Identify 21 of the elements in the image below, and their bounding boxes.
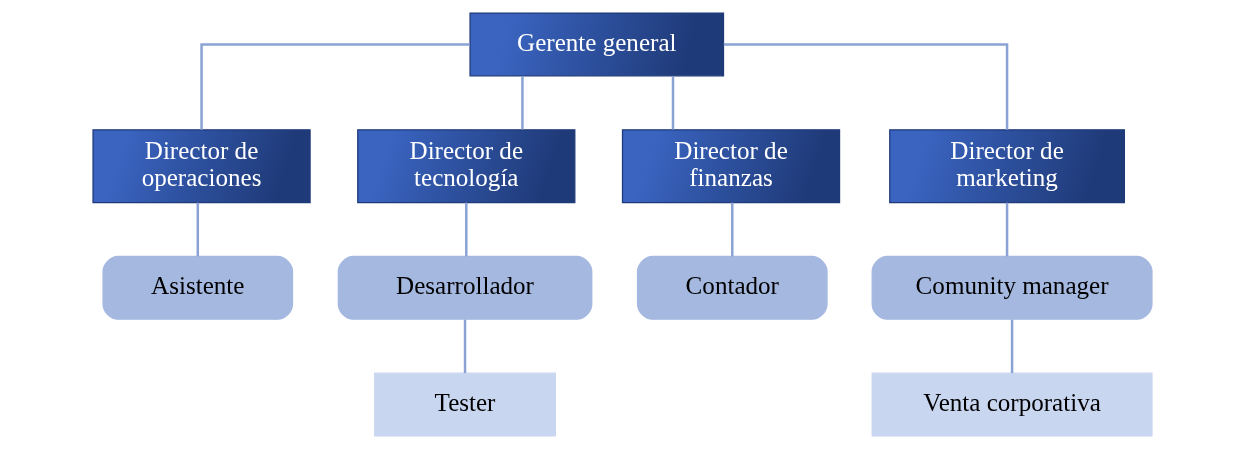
node-box: Comunity manager <box>871 255 1153 320</box>
node-box: Gerente general <box>468 12 724 77</box>
connector <box>1010 319 1013 374</box>
connector <box>199 43 470 130</box>
connector <box>730 202 734 257</box>
node-box: Director de tecnología <box>356 129 575 204</box>
connector <box>671 76 674 130</box>
connector <box>1005 202 1008 257</box>
connector <box>520 76 524 130</box>
connector <box>463 319 466 374</box>
node-box: Director de marketing <box>888 129 1125 204</box>
node-box: Director de operaciones <box>91 129 311 204</box>
node-box: Director de finanzas <box>621 129 840 204</box>
node-box: Venta corporativa <box>871 372 1153 437</box>
node-box: Contador <box>636 255 828 320</box>
connector <box>723 43 1008 130</box>
connector <box>196 202 199 257</box>
node-box: Tester <box>373 372 556 437</box>
node-box: Asistente <box>101 255 293 320</box>
node-box: Desarrollador <box>337 255 592 320</box>
connector <box>464 202 468 257</box>
